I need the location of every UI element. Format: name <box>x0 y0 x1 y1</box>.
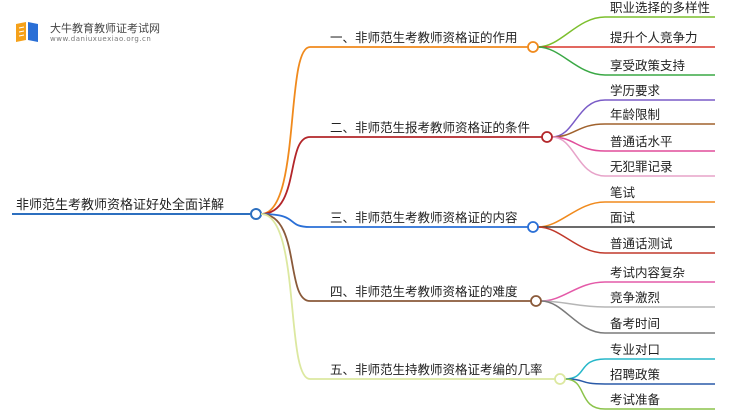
child-label-2-1: 学历要求 <box>610 83 661 98</box>
branch-connector-4 <box>260 213 311 302</box>
branch-node-2 <box>541 131 553 143</box>
child-connector-1-3 <box>537 46 606 76</box>
branch-label-1: 一、非师范生考教师资格证的作用 <box>330 30 518 45</box>
child-connector-2-1 <box>551 99 606 138</box>
branch-node-1 <box>527 41 539 53</box>
child-label-4-1: 考试内容复杂 <box>610 265 685 280</box>
branch-connector-1 <box>260 46 311 215</box>
branch-connector-5 <box>260 213 311 380</box>
child-connector-3-1 <box>537 201 606 228</box>
child-connector-1-1 <box>537 16 606 48</box>
child-label-3-2: 面试 <box>610 210 636 225</box>
child-connector-4-1 <box>540 281 606 302</box>
child-label-2-4: 无犯罪记录 <box>610 159 673 174</box>
child-label-5-1: 专业对口 <box>610 342 660 357</box>
child-label-3-3: 普通话测试 <box>610 236 673 251</box>
branch-label-2: 二、非师范生报考教师资格证的条件 <box>330 120 530 135</box>
book-icon <box>16 22 38 42</box>
site-logo-url: www.daniuxuexiao.org.cn <box>50 35 152 43</box>
branch-node-4 <box>530 295 542 307</box>
child-label-1-1: 职业选择的多样性 <box>610 0 710 15</box>
child-connector-5-3 <box>564 378 606 410</box>
child-label-3-1: 笔试 <box>610 185 636 200</box>
child-connector-4-3 <box>540 300 606 334</box>
branch-connector-2 <box>260 136 311 215</box>
branch-label-3: 三、非师范生考教师资格证的内容 <box>330 210 518 225</box>
branch-node-5 <box>554 373 566 385</box>
child-connector-3-3 <box>537 226 606 254</box>
branch-connector-3 <box>260 213 311 228</box>
root-label: 非师范生考教师资格证好处全面详解 <box>16 197 224 213</box>
child-connector-2-4 <box>551 136 606 177</box>
child-label-4-3: 备考时间 <box>610 316 660 331</box>
branch-node-3 <box>527 221 539 233</box>
child-label-4-2: 竞争激烈 <box>610 290 660 305</box>
root-node <box>250 208 262 220</box>
child-connector-5-1 <box>564 358 606 380</box>
child-label-1-3: 享受政策支持 <box>610 58 685 73</box>
child-label-2-2: 年龄限制 <box>610 107 660 122</box>
child-label-2-3: 普通话水平 <box>610 134 673 149</box>
branch-label-4: 四、非师范生考教师资格证的难度 <box>330 284 518 299</box>
site-logo: 大牛教育教师证考试网 www.daniuxuexiao.org.cn <box>12 18 212 48</box>
child-connector-4-2 <box>540 300 606 308</box>
site-logo-title: 大牛教育教师证考试网 <box>50 22 160 35</box>
child-label-5-3: 考试准备 <box>610 392 661 407</box>
child-label-5-2: 招聘政策 <box>610 367 661 382</box>
child-label-1-2: 提升个人竞争力 <box>610 30 698 45</box>
branch-label-5: 五、非师范生持教师资格证考编的几率 <box>330 362 543 377</box>
